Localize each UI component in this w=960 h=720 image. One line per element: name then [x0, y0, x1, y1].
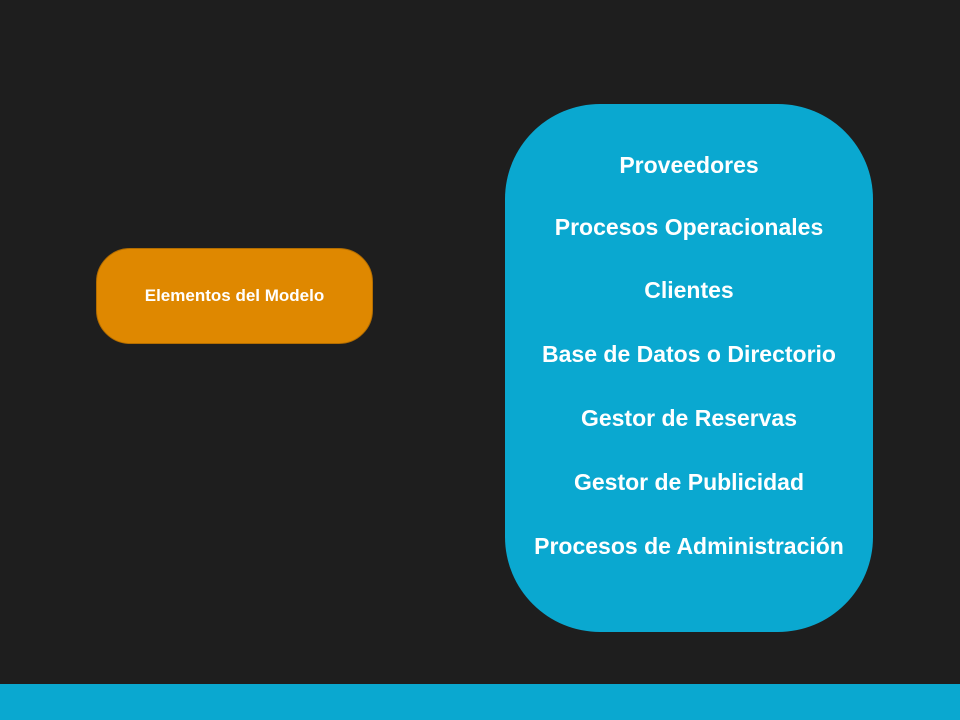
elements-node: Proveedores Procesos Operacionales Clien… — [505, 104, 873, 632]
element-item: Procesos de Administración — [534, 533, 844, 559]
element-item: Gestor de Publicidad — [573, 469, 805, 495]
main-node-label: Elementos del Modelo — [144, 286, 325, 305]
element-item: Procesos Operacionales — [554, 214, 824, 240]
element-item: Gestor de Reservas — [580, 405, 798, 431]
main-node: Elementos del Modelo — [96, 248, 373, 344]
footer-bar — [0, 684, 960, 720]
element-item: Base de Datos o Directorio — [542, 341, 836, 367]
element-item: Proveedores — [619, 152, 759, 178]
element-item: Clientes — [644, 277, 734, 303]
